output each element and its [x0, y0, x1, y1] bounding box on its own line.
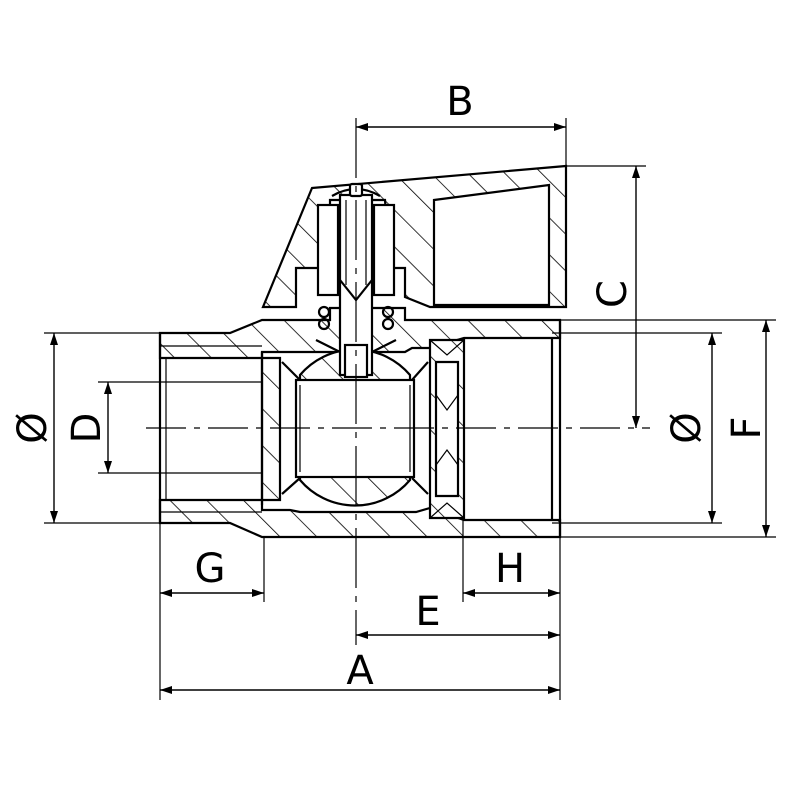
label-b: B	[446, 79, 473, 125]
labels: B C Ø D Ø F G H E A	[10, 79, 770, 694]
handle	[261, 164, 568, 309]
label-d: D	[64, 413, 110, 444]
handle-window	[432, 183, 551, 307]
label-f: F	[724, 416, 770, 439]
label-h: H	[495, 546, 525, 592]
label-a: A	[346, 648, 374, 694]
extension-lines	[44, 118, 776, 700]
label-e: E	[415, 589, 440, 635]
center-lines	[146, 118, 650, 645]
label-dia-right: Ø	[664, 412, 710, 443]
label-g: G	[195, 546, 226, 592]
label-c: C	[590, 280, 636, 308]
stem	[315, 182, 397, 379]
label-dia-left: Ø	[10, 412, 56, 443]
dimension-lines	[50, 123, 770, 694]
